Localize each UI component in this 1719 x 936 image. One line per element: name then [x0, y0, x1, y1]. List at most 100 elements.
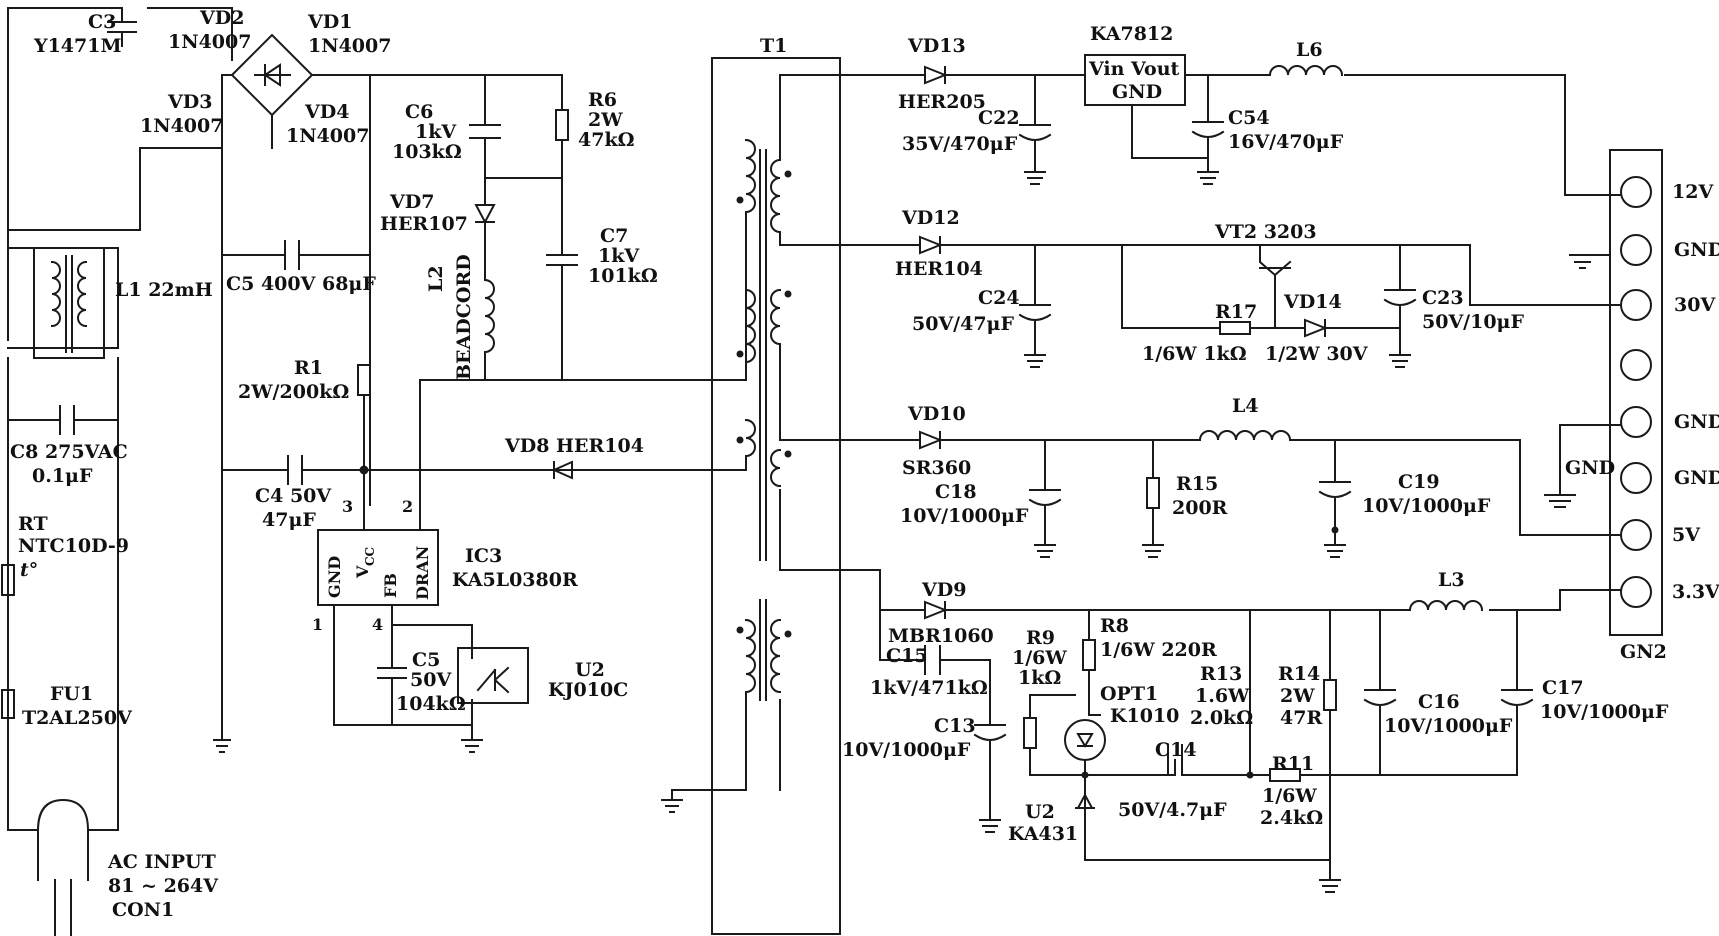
r13-v1: 1.6W — [1195, 685, 1250, 707]
vd2-label: VD2 — [199, 7, 244, 29]
c17-value: 10V/1000μF — [1540, 701, 1669, 723]
gnd-mid-label: GND — [1565, 457, 1615, 479]
vd12-value: HER104 — [895, 258, 983, 280]
pin1-number: 1 — [312, 615, 323, 634]
output-5v — [839, 424, 1621, 558]
ic3-pin-vcc-sub: CC — [363, 547, 377, 566]
r1-value: 2W/200kΩ — [238, 381, 349, 403]
ka7812-gnd: GND — [1112, 81, 1162, 103]
l3-label: L3 — [1438, 569, 1465, 591]
primary-section — [213, 74, 747, 753]
c24-label: C24 — [978, 287, 1020, 309]
output-3v3 — [879, 569, 1621, 893]
ic3-pin-fb: FB — [381, 573, 400, 598]
vd14-label: VD14 — [1283, 291, 1342, 313]
r14-v2: 47R — [1280, 707, 1322, 729]
r9-v1: 1/6W — [1012, 647, 1067, 669]
r15-value: 200R — [1172, 497, 1228, 519]
vd1-value: 1N4007 — [308, 35, 391, 57]
c8-value: 0.1μF — [32, 465, 93, 487]
r8-value: 1/6W 220R — [1100, 639, 1217, 661]
c54-value: 16V/470μF — [1228, 131, 1344, 153]
c5b-v1: 50V — [410, 669, 452, 691]
connector-gn2 — [1609, 149, 1663, 636]
c5b-label: C5 — [412, 649, 440, 671]
l4-label: L4 — [1232, 395, 1259, 417]
c18-value: 10V/1000μF — [900, 505, 1029, 527]
l6-label: L6 — [1296, 39, 1323, 61]
r9-label: R9 — [1026, 627, 1055, 649]
l2-label: L2 — [425, 265, 447, 292]
ic3-pin-dran: DRAN — [413, 546, 432, 600]
c22-value: 35V/470μF — [902, 133, 1018, 155]
out-5v: 5V — [1672, 524, 1701, 546]
vd13-label: VD13 — [907, 35, 966, 57]
c3-value: Y1471M — [33, 35, 121, 57]
c16-label: C16 — [1418, 691, 1460, 713]
ka7812-pins: Vin Vout — [1088, 58, 1180, 80]
r13-v2: 2.0kΩ — [1190, 707, 1253, 729]
vd2-value: 1N4007 — [168, 31, 251, 53]
ac-input-label: AC INPUT — [107, 851, 216, 873]
vd3-value: 1N4007 — [140, 115, 223, 137]
vd14-value: 1/2W 30V — [1265, 343, 1369, 365]
c23-value: 50V/10μF — [1422, 311, 1524, 333]
r6-v1: 2W — [588, 109, 623, 131]
ic3-pin-gnd: GND — [325, 556, 344, 598]
rt-value: NTC10D-9 — [18, 535, 129, 557]
vd12-label: VD12 — [901, 207, 960, 229]
vd4-label: VD4 — [304, 101, 349, 123]
l1-choke — [33, 247, 105, 359]
r13-label: R13 — [1200, 663, 1242, 685]
c13-value: 10V/1000μF — [842, 739, 971, 761]
l1-label: L1 22mH — [115, 279, 213, 301]
c5-label: C5 400V 68μF — [226, 273, 376, 295]
ka7812-label: KA7812 — [1090, 23, 1173, 45]
c23-label: C23 — [1422, 287, 1464, 309]
r14-v1: 2W — [1280, 685, 1315, 707]
r14-label: R14 — [1278, 663, 1320, 685]
out-30v: 30V — [1674, 294, 1716, 316]
c15-label: C15 — [886, 645, 928, 667]
pin2-number: 2 — [402, 497, 413, 516]
ac-input-range: 81 ~ 264V — [108, 875, 219, 897]
ic3-value: KA5L0380R — [452, 569, 578, 591]
c7-v1: 1kV — [598, 245, 640, 267]
c17-label: C17 — [1542, 677, 1584, 699]
u2b-value: KA431 — [1008, 823, 1078, 845]
r1-label: R1 — [294, 357, 323, 379]
opt1-label: OPT1 — [1100, 683, 1158, 705]
vd13-value: HER205 — [898, 91, 986, 113]
vd3-label: VD3 — [167, 91, 212, 113]
vd7-label: VD7 — [389, 191, 434, 213]
transformer-t1 — [661, 57, 881, 935]
c6-v1: 1kV — [415, 121, 457, 143]
r8-label: R8 — [1100, 615, 1129, 637]
ic3-label: IC3 — [465, 545, 502, 567]
r6-v2: 47kΩ — [578, 129, 635, 151]
out-gnd-3: GND — [1674, 467, 1719, 489]
out-gnd-2: GND — [1674, 411, 1719, 433]
opt1-value: K1010 — [1110, 705, 1179, 727]
con1-label: CON1 — [112, 899, 174, 921]
r11-v1: 1/6W — [1262, 785, 1317, 807]
r15-label: R15 — [1176, 473, 1218, 495]
pin4-number: 4 — [372, 615, 383, 634]
c4-label: C4 50V — [255, 485, 332, 507]
vd1-label: VD1 — [307, 11, 352, 33]
c15-value: 1kV/471kΩ — [870, 677, 988, 699]
c7-v2: 101kΩ — [588, 265, 658, 287]
vd10-label: VD10 — [907, 403, 966, 425]
r17-label: R17 — [1215, 301, 1257, 323]
c14-label: C14 — [1155, 739, 1197, 761]
u2b-label: U2 — [1025, 801, 1055, 823]
c4-value: 47μF — [262, 509, 316, 531]
out-3v3: 3.3V — [1672, 581, 1719, 603]
fu1-value: T2AL250V — [22, 707, 133, 729]
vt2-label: VT2 3203 — [1214, 221, 1317, 243]
c8-label: C8 275VAC — [10, 441, 128, 463]
r6-label: R6 — [588, 89, 617, 111]
vd8-label: VD8 HER104 — [504, 435, 644, 457]
c14-value: 50V/4.7μF — [1118, 799, 1227, 821]
